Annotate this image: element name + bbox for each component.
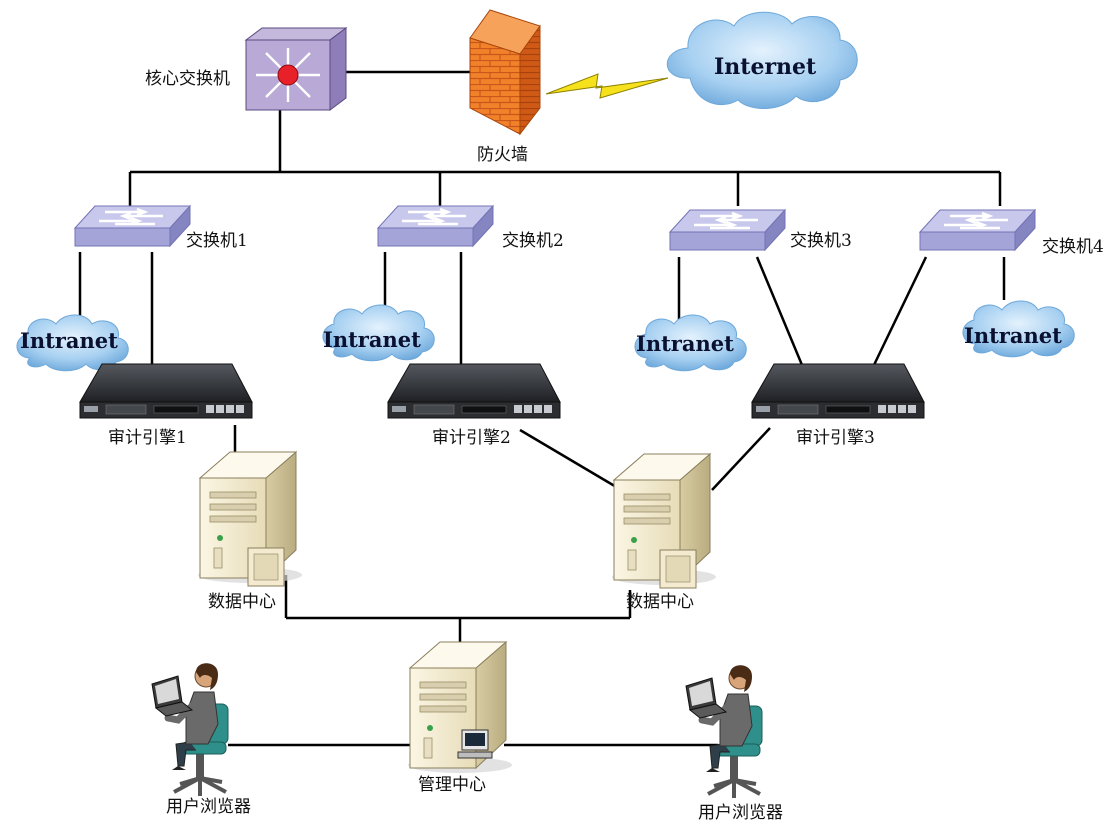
audit-engine-2-label: 审计引擎2	[432, 428, 511, 448]
data-center-1-server-icon	[197, 451, 303, 587]
user-browser-2-label: 用户浏览器	[698, 803, 783, 823]
audit-engine-3-label: 审计引擎3	[796, 428, 875, 448]
audit-engine-1	[79, 363, 253, 419]
data-center-2-label: 数据中心	[626, 592, 694, 612]
core-switch-label: 核心交换机	[145, 69, 230, 89]
lightning-icon	[545, 73, 669, 99]
data-center-1-label: 数据中心	[208, 592, 276, 612]
switch-2-label: 交换机2	[502, 231, 564, 251]
audit-engine-2	[387, 363, 561, 419]
internet-label: Internet	[714, 54, 817, 80]
switch-2	[376, 204, 495, 248]
user-browser-2-icon	[686, 665, 762, 798]
switch-4-label: 交换机4	[1042, 237, 1104, 257]
audit-engine-3	[751, 363, 925, 419]
audit-engine-1-label: 审计引擎1	[108, 428, 187, 448]
user-browser-1-icon	[152, 663, 228, 796]
intranet-label-3: Intranet	[636, 331, 734, 356]
switch-3	[668, 208, 787, 252]
switch-1	[73, 204, 192, 248]
intranet-label-1: Intranet	[20, 328, 118, 353]
management-center-label: 管理中心	[418, 775, 486, 795]
firewall-icon	[469, 9, 541, 136]
switch-3-label: 交换机3	[790, 231, 852, 251]
firewall-label: 防火墙	[477, 145, 528, 165]
switch-1-label: 交换机1	[186, 231, 248, 251]
connection-lines	[78, 70, 1006, 747]
internet-cloud-icon	[666, 11, 858, 110]
data-center-2-server-icon	[611, 453, 717, 589]
switch-4	[918, 208, 1037, 252]
intranet-label-2: Intranet	[323, 327, 421, 352]
user-browser-1-label: 用户浏览器	[166, 797, 251, 817]
intranet-label-4: Intranet	[964, 323, 1062, 348]
core-switch	[244, 27, 348, 111]
management-center-server-icon	[407, 641, 513, 774]
